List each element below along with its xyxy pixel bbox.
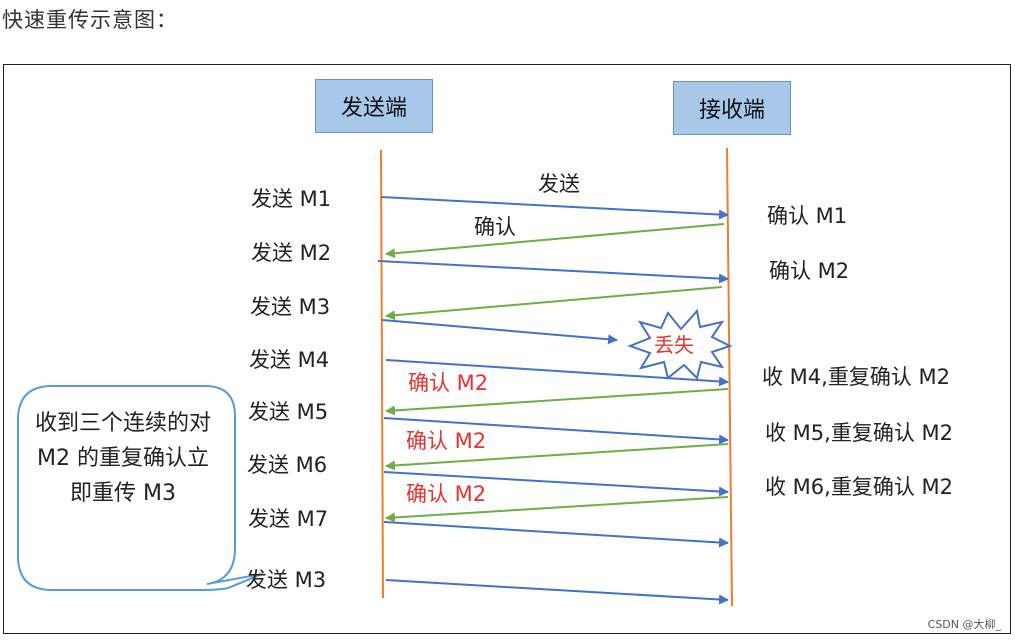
- dup-ack-label: 确认 M2: [406, 482, 487, 506]
- send-arrow-m4: [385, 359, 729, 387]
- page-title: 快速重传示意图：: [2, 8, 178, 32]
- receiver-box: 接收端: [673, 81, 791, 135]
- send-arrow-m7: [383, 521, 729, 548]
- send-arrow-m3-retransmit: [385, 579, 729, 605]
- sender-event: 发送 M6: [247, 453, 328, 477]
- dup-ack-arrow-2: [385, 443, 729, 471]
- ack-arrow-m2: [385, 286, 723, 321]
- receiver-label: 接收端: [698, 98, 765, 123]
- receiver-event: 确认 M1: [767, 204, 848, 228]
- top-send-label: 发送: [538, 172, 580, 196]
- sender-event: 发送 M1: [251, 187, 332, 211]
- sender-event: 发送 M3: [246, 568, 327, 592]
- callout-text: 收到三个连续的对 M2 的重复确认立即重传 M3: [34, 411, 211, 506]
- callout-bubble: [17, 385, 263, 591]
- send-arrow-m6: [383, 471, 729, 497]
- sender-event: 发送 M5: [248, 400, 329, 424]
- lost-burst-icon: [627, 308, 733, 380]
- receiver-event: 收 M4,重复确认 M2: [762, 365, 950, 389]
- diagram-frame: [3, 64, 1011, 634]
- send-arrow-m5: [383, 417, 729, 445]
- sender-box: 发送端: [315, 79, 433, 133]
- sender-timeline: [380, 149, 384, 599]
- dup-ack-arrow-3: [385, 496, 729, 523]
- send-arrow-m3-lost: [381, 319, 618, 345]
- sender-event: 发送 M3: [250, 295, 331, 319]
- dup-ack-label: 确认 M2: [406, 429, 487, 453]
- receiver-event: 确认 M2: [769, 259, 850, 283]
- send-arrow-m2: [377, 260, 729, 284]
- receiver-event: 收 M5,重复确认 M2: [765, 421, 953, 445]
- sender-label: 发送端: [340, 96, 407, 121]
- send-arrow-m1: [380, 196, 729, 220]
- dup-ack-label: 确认 M2: [408, 371, 489, 395]
- top-ack-label: 确认: [474, 215, 516, 239]
- lost-label: 丢失: [654, 333, 694, 357]
- receiver-timeline: [726, 147, 733, 607]
- receiver-event: 收 M6,重复确认 M2: [765, 475, 953, 499]
- sender-event: 发送 M4: [249, 348, 330, 372]
- sender-event: 发送 M7: [248, 507, 329, 531]
- watermark: CSDN @大柳_: [927, 618, 1001, 631]
- ack-arrow-m1: [385, 223, 725, 259]
- sender-event: 发送 M2: [251, 241, 332, 265]
- dup-ack-arrow-1: [385, 388, 729, 416]
